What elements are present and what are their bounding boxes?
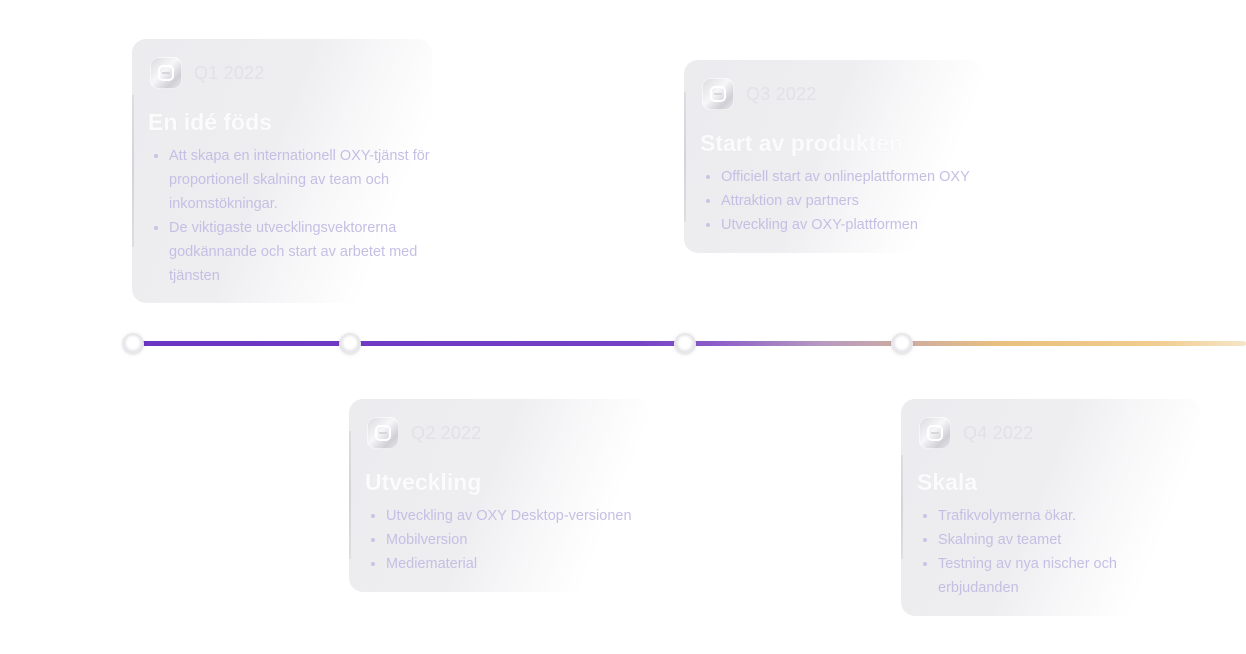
oxy-logo-icon <box>702 78 734 110</box>
oxy-logo-icon <box>367 417 399 449</box>
list-item: Mediematerial <box>386 552 676 576</box>
list-item: Utveckling av OXY Desktop-versionen <box>386 504 676 528</box>
list-item: Trafikvolymerna ökar. <box>938 504 1153 528</box>
milestone-quarter: Q4 2022 <box>963 422 1034 443</box>
milestone-title: Start av produkten <box>700 130 904 156</box>
milestone-card-q1: Q1 2022 En idé föds Att skapa en interna… <box>132 39 432 303</box>
card-header: Q1 2022 <box>150 57 264 89</box>
card-rail <box>684 92 686 222</box>
milestone-card-q3: Q3 2022 Start av produkten Officiell sta… <box>684 60 984 253</box>
list-item: Mobilversion <box>386 528 676 552</box>
milestone-points: Att skapa en internationell OXY-tjänst f… <box>152 144 431 288</box>
milestone-quarter: Q3 2022 <box>746 83 817 104</box>
oxy-logo-icon <box>919 417 951 449</box>
milestone-quarter: Q1 2022 <box>194 62 265 83</box>
timeline-node-q2 <box>339 333 361 355</box>
card-rail <box>901 455 903 559</box>
timeline-node-q3 <box>674 333 696 355</box>
list-item: Officiell start av onlineplattformen OXY <box>721 165 1011 189</box>
milestone-points: Utveckling av OXY Desktop-versionen Mobi… <box>369 504 676 576</box>
milestone-title: En idé föds <box>148 109 272 135</box>
list-item: Att skapa en internationell OXY-tjänst f… <box>169 144 431 216</box>
milestone-quarter: Q2 2022 <box>411 422 482 443</box>
list-item: Attraktion av partners <box>721 189 1011 213</box>
milestone-points: Trafikvolymerna ökar. Skalning av teamet… <box>921 504 1153 600</box>
list-item: Utveckling av OXY-plattformen <box>721 213 1011 237</box>
timeline-node-q1 <box>122 333 144 355</box>
milestone-title: Skala <box>917 469 978 495</box>
milestone-card-q4: Q4 2022 Skala Trafikvolymerna ökar. Skal… <box>901 399 1201 616</box>
card-header: Q4 2022 <box>919 417 1033 449</box>
oxy-logo-icon <box>150 57 182 89</box>
milestone-title: Utveckling <box>365 469 482 495</box>
list-item: De viktigaste utvecklingsvektorerna godk… <box>169 216 431 288</box>
timeline-node-q4 <box>891 333 913 355</box>
card-rail <box>132 95 134 247</box>
list-item: Testning av nya nischer och erbjudanden <box>938 552 1153 600</box>
list-item: Skalning av teamet <box>938 528 1153 552</box>
card-header: Q2 2022 <box>367 417 481 449</box>
card-header: Q3 2022 <box>702 78 816 110</box>
milestone-points: Officiell start av onlineplattformen OXY… <box>704 165 1011 237</box>
milestone-card-q2: Q2 2022 Utveckling Utveckling av OXY Des… <box>349 399 649 592</box>
card-rail <box>349 431 351 559</box>
